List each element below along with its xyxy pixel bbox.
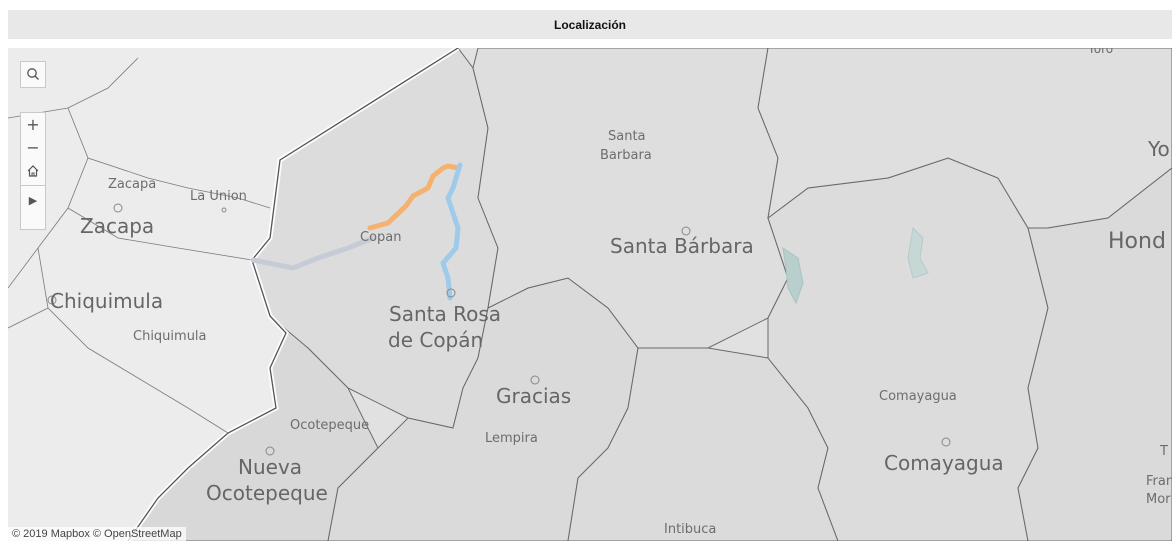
label-gracias: Gracias — [496, 384, 571, 408]
play-icon: ▶ — [28, 194, 38, 207]
zoom-out-button[interactable]: − — [26, 138, 40, 157]
francisco-morazan-region — [1017, 167, 1172, 541]
label-mor: Mor — [1146, 492, 1171, 507]
santa-rosa-marker — [446, 288, 456, 298]
map-title-text: Localización — [553, 17, 627, 32]
guatemala-region — [8, 48, 458, 541]
zoom-controls: + − ▶ — [20, 112, 46, 230]
label-santa-rosa-2: de Copán — [388, 328, 483, 352]
label-zacapa-city: Zacapa — [80, 214, 154, 238]
label-intibuca: Intibuca — [664, 522, 716, 537]
label-zacapa-small: Zacapa — [108, 177, 156, 192]
label-chiquimula-city: Chiquimula — [50, 289, 163, 313]
home-icon — [27, 164, 39, 177]
map-canvas[interactable]: Zacapa La Union Zacapa Chiquimula Chiqui… — [8, 48, 1172, 541]
nueva-ocotepeque-marker — [265, 446, 275, 456]
home-button[interactable] — [21, 159, 45, 182]
santa-barbara-marker — [681, 226, 691, 236]
label-yoro-top: Yoro — [1087, 48, 1113, 56]
label-t: T — [1159, 444, 1168, 459]
chiquimula-marker — [47, 295, 57, 305]
label-hond: Hond — [1108, 229, 1166, 254]
map-title: Localización — [8, 10, 1172, 39]
label-santa-barbara-small-2: Barbara — [600, 148, 652, 163]
divider — [21, 185, 45, 186]
label-copan: Copan — [360, 230, 402, 245]
label-comayagua-small: Comayagua — [879, 389, 957, 404]
label-yo: Yo — [1147, 137, 1170, 161]
play-button[interactable]: ▶ — [21, 189, 45, 212]
map-attribution[interactable]: © 2019 Mapbox © OpenStreetMap — [8, 527, 186, 541]
reservoir-feature — [907, 226, 929, 279]
map-svg[interactable]: Zacapa La Union Zacapa Chiquimula Chiqui… — [8, 48, 1172, 541]
la-union-marker — [221, 207, 227, 213]
route-orange — [367, 163, 461, 231]
comayagua-marker — [941, 437, 951, 447]
label-comayagua-city: Comayagua — [884, 451, 1004, 475]
country-border-line — [127, 48, 459, 541]
zacapa-marker — [113, 203, 123, 213]
lake-feature — [782, 246, 804, 305]
label-santa-rosa-1: Santa Rosa — [389, 302, 501, 326]
label-chiquimula-small: Chiquimula — [133, 329, 207, 344]
label-lempira: Lempira — [485, 431, 538, 446]
label-nueva-1: Nueva — [238, 455, 302, 479]
route-blue — [440, 162, 463, 301]
label-santa-barbara-city: Santa Bárbara — [610, 234, 754, 258]
gracias-marker — [530, 375, 540, 385]
search-icon — [21, 62, 45, 85]
label-fran: Fran — [1146, 474, 1172, 489]
label-nueva-2: Ocotepeque — [206, 481, 328, 505]
label-la-union: La Union — [190, 189, 247, 204]
guatemala-dept-lines — [8, 57, 271, 434]
label-ocotepeque-small: Ocotepeque — [290, 418, 369, 433]
zoom-in-button[interactable]: + — [26, 115, 40, 134]
search-button[interactable] — [20, 61, 46, 88]
label-santa-barbara-small-1: Santa — [608, 129, 646, 144]
route-grey — [250, 235, 376, 271]
